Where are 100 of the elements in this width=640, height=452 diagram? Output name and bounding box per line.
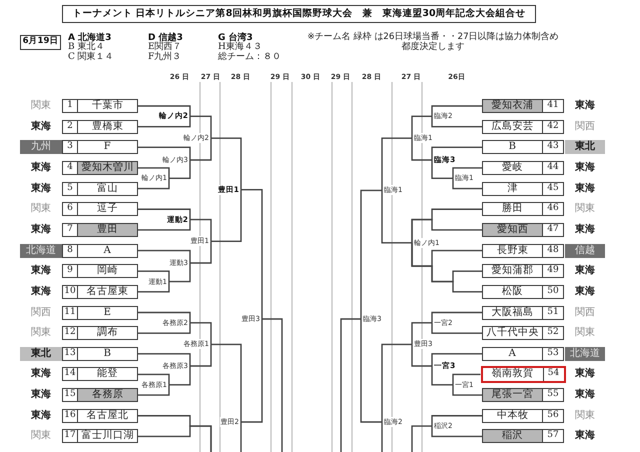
bracket-line: [138, 178, 170, 190]
bracket-line: [138, 282, 170, 293]
region-code: G 台湾3: [218, 33, 253, 43]
team-box: [62, 429, 138, 444]
region-label: 東海: [30, 284, 52, 299]
bracket-line: [190, 241, 212, 264]
team-box: [62, 222, 138, 237]
region-label: 東海: [574, 222, 596, 237]
team-number: 2: [63, 120, 78, 133]
bracket-line: [138, 322, 191, 334]
team-box: [62, 346, 138, 361]
team-name: B: [508, 141, 518, 154]
region-label: 東海: [30, 120, 52, 134]
bracket-line: [431, 312, 482, 323]
bracket-line: [138, 105, 191, 116]
region-label: 関東: [574, 202, 596, 216]
bracket-line: [138, 312, 191, 323]
region-label: 北海道: [20, 244, 62, 258]
team-name: 各務原: [78, 389, 137, 402]
region-code: H東海４３: [218, 42, 262, 52]
team-name: 富士川口湖: [80, 430, 135, 442]
team-box: [480, 366, 566, 383]
bracket-line: [381, 190, 412, 244]
team-box: [482, 284, 564, 299]
team-box: [482, 244, 564, 258]
region-label: 東海: [574, 160, 596, 175]
bracket-line: [169, 366, 191, 386]
bracket-line: [190, 344, 212, 367]
team-box: [482, 408, 564, 423]
team-name: 愛知蒲郡: [490, 265, 534, 278]
team-number: 17: [63, 430, 78, 442]
bracket-line: [360, 190, 382, 319]
bracket-line: [241, 189, 263, 319]
team-number: 16: [63, 410, 78, 422]
team-name: 調布: [96, 327, 119, 340]
team-number: 6: [63, 203, 78, 216]
team-number: 55: [542, 389, 563, 402]
region-label: 東海: [574, 429, 596, 444]
bracket-line: [169, 160, 191, 179]
region-label: 東海: [574, 284, 596, 299]
team-number: 8: [63, 244, 78, 257]
team-number: 42: [542, 120, 563, 133]
region-label: 東海: [30, 182, 52, 196]
bracket-line: [381, 344, 412, 422]
team-box: [62, 120, 138, 134]
team-box: [62, 388, 138, 402]
region-label: 北海道: [565, 346, 605, 361]
bracket-line: [452, 374, 480, 385]
bracket-line: [138, 116, 191, 128]
team-box: [482, 346, 564, 361]
bracket-line: [211, 137, 242, 190]
team-box: [62, 326, 138, 340]
bracket-line: [381, 422, 383, 452]
team-box: [482, 202, 564, 216]
team-name: 松阪: [501, 286, 524, 298]
region-label: 東海: [574, 182, 596, 196]
team-name: 大阪福島: [490, 306, 534, 318]
bracket-line: [138, 374, 170, 385]
team-number: 43: [542, 141, 563, 154]
region-code: B 東北４: [68, 42, 104, 52]
team-number: 3: [63, 141, 78, 154]
team-number: 48: [542, 244, 563, 257]
region-label: 関東: [30, 99, 52, 113]
team-box: [62, 264, 138, 278]
team-number: 41: [542, 100, 563, 112]
team-number: 49: [542, 265, 563, 278]
bracket-line: [411, 116, 432, 138]
team-name: 岡崎: [96, 265, 119, 278]
bracket-line: [411, 322, 432, 344]
team-box: [62, 160, 138, 175]
bracket-line: [211, 190, 242, 242]
bracket-line: [138, 270, 170, 282]
bracket-line: [138, 146, 191, 160]
team-name: 豊田: [78, 224, 137, 236]
team-box: [62, 306, 138, 320]
title-box: トーナメント 日本リトルシニア第8回林和男旗杯国際野球大会 兼 東海連盟30周年記念大会組合せ: [62, 5, 536, 23]
bracket-line: [360, 319, 382, 423]
bracket-line: [431, 353, 482, 366]
bracket-line: [138, 167, 170, 178]
team-box: [62, 284, 138, 299]
bracket-line: [340, 318, 361, 452]
team-name: 愛知西: [483, 224, 542, 236]
bracket-line: [190, 322, 212, 344]
region-code: F九州３: [148, 52, 182, 62]
team-name: 愛知木曽川: [78, 162, 137, 174]
bracket-line: [431, 366, 453, 386]
region-label: 東海: [574, 264, 596, 278]
bracket-line: [169, 263, 191, 282]
bracket-line: [190, 116, 212, 138]
bracket-line: [138, 208, 191, 220]
region-label: 関東: [574, 326, 596, 340]
team-number: 5: [63, 182, 78, 195]
team-box: [482, 120, 564, 134]
bracket-line: [452, 384, 482, 396]
team-number: 9: [63, 265, 78, 278]
team-name: B: [102, 348, 112, 360]
bracket-line: [190, 218, 212, 242]
region-code: A 北海道3: [68, 33, 112, 43]
team-number: 52: [542, 327, 563, 340]
region-label: 東海: [574, 99, 596, 113]
